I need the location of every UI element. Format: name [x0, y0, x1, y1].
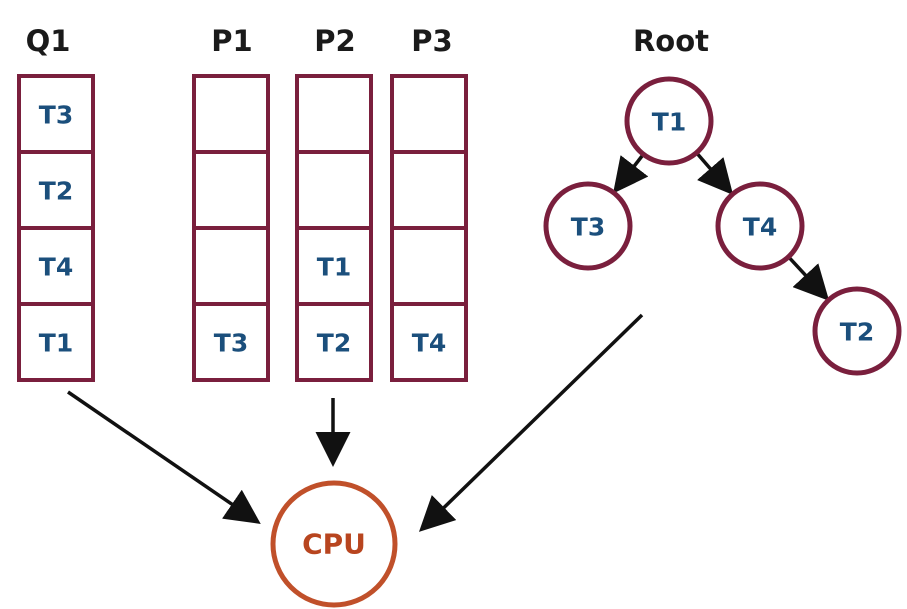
arrow-tree-to-cpu — [418, 313, 644, 532]
queue-cell — [17, 302, 95, 382]
queue-cell — [295, 302, 373, 382]
tree-edges — [613, 151, 830, 301]
queue-cell — [390, 74, 468, 154]
cpu-node: CPU — [270, 480, 398, 608]
task-label: T1 — [317, 253, 351, 282]
arrow-q1-to-cpu — [67, 390, 261, 524]
tree-node-label: T3 — [571, 213, 605, 242]
tree-node-label: T1 — [652, 108, 686, 137]
queue-cell — [295, 150, 373, 230]
queue-heading: P2 — [314, 24, 355, 58]
task-label: T2 — [317, 329, 351, 358]
queue-heading: P1 — [211, 24, 252, 58]
queue-cell — [390, 302, 468, 382]
task-label: T1 — [39, 329, 73, 358]
tree-node: T2 — [812, 286, 902, 376]
cpu-label: CPU — [302, 528, 366, 561]
tree-node-label: T4 — [743, 213, 777, 242]
tree-node: T3 — [543, 181, 633, 271]
task-label: T3 — [39, 101, 73, 130]
tree-node-circle — [543, 181, 633, 271]
queue-cell — [192, 74, 270, 154]
queue-heading: Q1 — [26, 24, 71, 58]
tree-node: T1 — [624, 76, 714, 166]
queue-cell — [390, 150, 468, 230]
tree-root-heading: Root — [633, 24, 709, 58]
queue-cell — [390, 226, 468, 306]
queue-cell — [295, 226, 373, 306]
task-label: T4 — [39, 253, 73, 282]
tree-node: T4 — [715, 181, 805, 271]
tree-node-circle — [624, 76, 714, 166]
tree-node-label: T2 — [840, 318, 874, 347]
flow-arrows — [67, 313, 644, 532]
cpu-circle — [270, 480, 398, 608]
queue-cell — [192, 302, 270, 382]
queue-heading: P3 — [411, 24, 452, 58]
task-label: T3 — [214, 329, 248, 358]
task-label: T4 — [412, 329, 446, 358]
tree-node-circle — [812, 286, 902, 376]
tree-edge — [787, 255, 830, 301]
tree-node-circle — [715, 181, 805, 271]
queue-cell — [295, 74, 373, 154]
tree-edge — [695, 151, 734, 196]
tree-edge — [613, 153, 649, 194]
queue-cell — [192, 226, 270, 306]
queue-cell — [192, 150, 270, 230]
task-label: T2 — [39, 177, 73, 206]
